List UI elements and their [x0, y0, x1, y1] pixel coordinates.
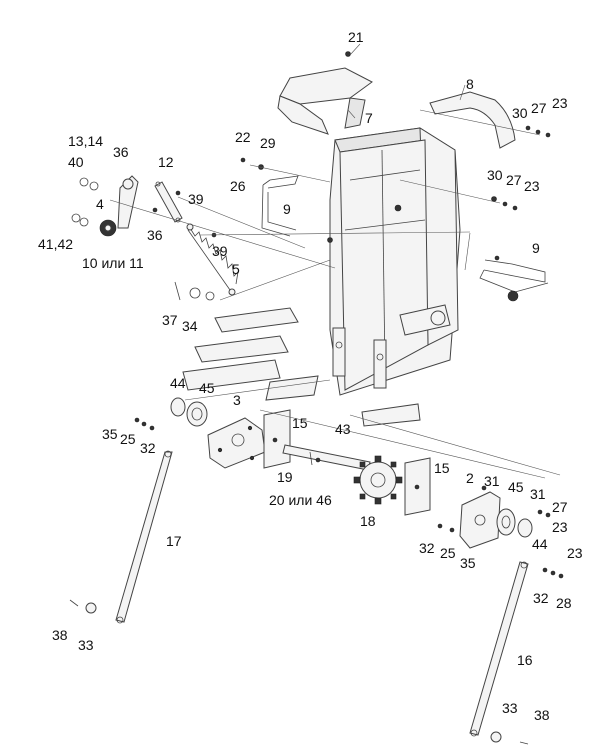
label-17: 17 [166, 533, 182, 549]
arm-part-4 [71, 175, 139, 237]
shield-part-8 [429, 91, 516, 149]
label-32: 32 [419, 540, 435, 556]
label-39: 39 [188, 191, 204, 207]
label-28: 28 [556, 595, 572, 611]
label-10-or-11: 10 или 11 [82, 255, 144, 271]
label-27: 27 [531, 100, 547, 116]
cover-part-7 [277, 67, 373, 135]
label-38: 38 [534, 707, 550, 723]
label-37: 37 [162, 312, 178, 328]
label-16: 16 [517, 652, 533, 668]
label-44: 44 [532, 536, 548, 552]
label-8: 8 [466, 76, 474, 92]
label-23: 23 [552, 95, 568, 111]
label-36: 36 [147, 227, 163, 243]
fasteners-upper [152, 51, 551, 301]
rod-part-16 [469, 561, 529, 745]
label-30: 30 [512, 105, 528, 121]
label-36: 36 [113, 144, 129, 160]
label-23: 23 [567, 545, 583, 561]
label-25: 25 [440, 545, 456, 561]
leader-lines [109, 43, 561, 479]
label-31: 31 [530, 486, 546, 502]
label-23: 23 [552, 519, 568, 535]
label-45: 45 [199, 380, 215, 396]
label-9: 9 [532, 240, 540, 256]
label-2: 2 [466, 470, 474, 486]
label-45: 45 [508, 479, 524, 495]
label-35: 35 [102, 426, 118, 442]
label-25: 25 [120, 431, 136, 447]
label-29: 29 [260, 135, 276, 151]
label-21: 21 [348, 29, 364, 45]
part-labels: 21 8 7 30 27 23 13,14 36 12 22 29 40 26 … [38, 29, 583, 723]
label-34: 34 [182, 318, 198, 334]
label-13-14: 13,14 [68, 133, 103, 149]
label-31: 31 [484, 473, 500, 489]
label-20-or-46: 20 или 46 [269, 492, 332, 508]
label-30: 30 [487, 167, 503, 183]
label-9: 9 [283, 201, 291, 217]
spring-part-5 [186, 223, 239, 296]
label-27: 27 [552, 499, 568, 515]
label-38: 38 [52, 627, 68, 643]
bracket-part-9-left [261, 175, 299, 237]
lever-part-12 [154, 181, 183, 223]
label-7: 7 [365, 110, 373, 126]
main-frame [327, 127, 461, 396]
label-40: 40 [68, 154, 84, 170]
label-26: 26 [230, 178, 246, 194]
label-33: 33 [78, 637, 94, 653]
bracket-part-9-right [479, 255, 549, 302]
label-22: 22 [235, 129, 251, 145]
label-15: 15 [434, 460, 450, 476]
label-5: 5 [232, 261, 240, 277]
label-43: 43 [335, 421, 351, 437]
label-4: 4 [96, 196, 104, 212]
flange-part-3 [134, 397, 266, 469]
label-15: 15 [292, 415, 308, 431]
label-44: 44 [170, 375, 186, 391]
label-32: 32 [533, 590, 549, 606]
label-3: 3 [233, 392, 241, 408]
label-23: 23 [524, 178, 540, 194]
guide-plates [182, 307, 421, 427]
label-39: 39 [212, 243, 228, 259]
label-35: 35 [460, 555, 476, 571]
rod-part-17 [69, 450, 173, 624]
label-41-42: 41,42 [38, 236, 73, 252]
label-18: 18 [360, 513, 376, 529]
label-33: 33 [502, 700, 518, 716]
plate-part-15 [263, 409, 431, 516]
shaft-part-19 [282, 444, 371, 471]
label-19: 19 [277, 469, 293, 485]
sprocket-part-18 [353, 455, 403, 505]
label-27: 27 [506, 172, 522, 188]
flange-part-2 [437, 485, 564, 579]
label-32: 32 [140, 440, 156, 456]
label-12: 12 [158, 154, 174, 170]
